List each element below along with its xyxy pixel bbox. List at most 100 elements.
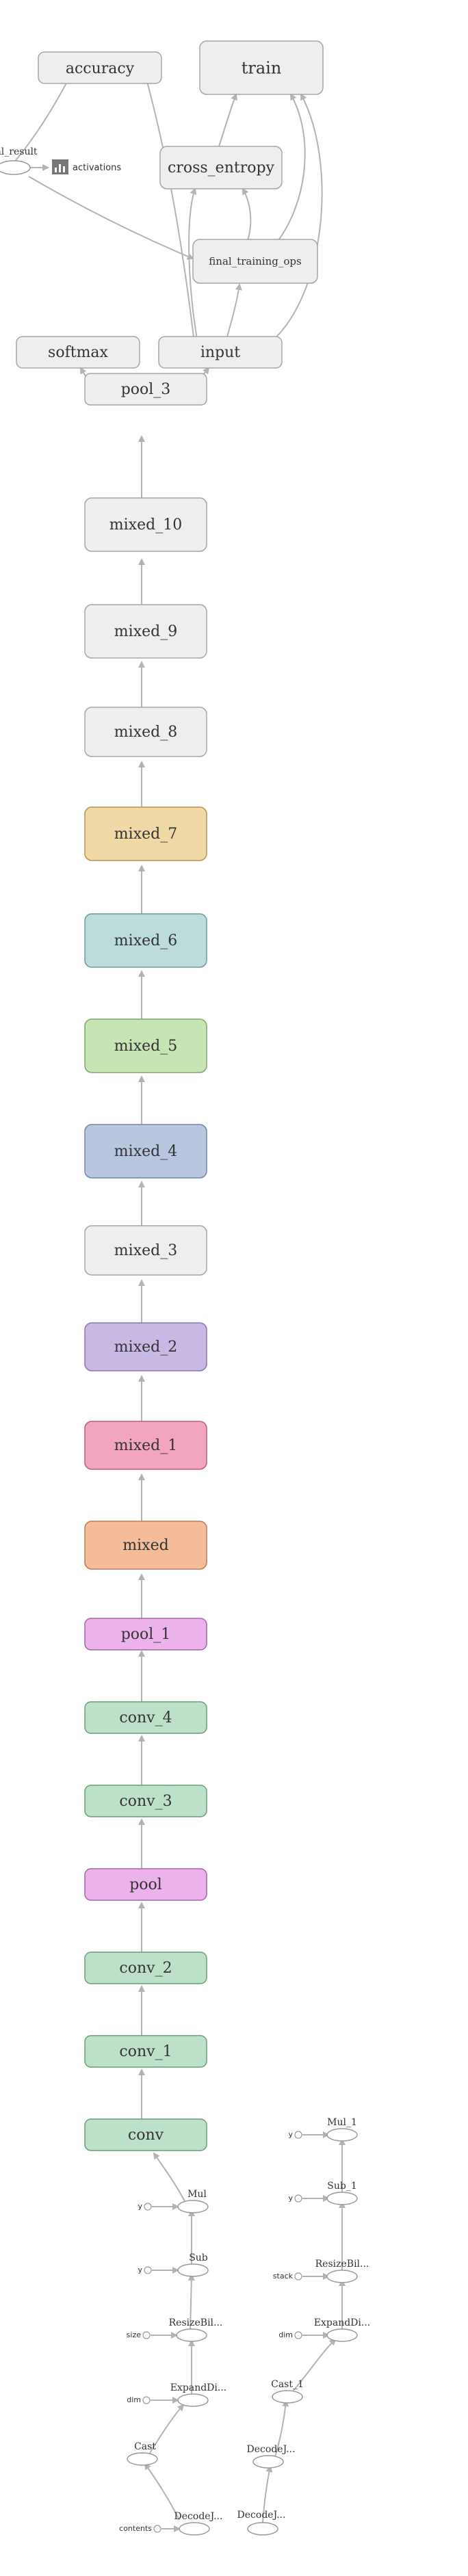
conv-3-node[interactable] (84, 1785, 207, 1817)
resize-1-node[interactable] (326, 2270, 358, 2283)
mixed-4-node[interactable] (84, 1124, 207, 1179)
mixed-node[interactable] (84, 1521, 207, 1570)
final-result-label: al_result (0, 146, 38, 157)
edge-mul-to-conv (153, 2152, 185, 2202)
mul-node[interactable] (177, 2200, 209, 2213)
conv-1-node[interactable] (84, 2035, 207, 2068)
expand-1-node[interactable] (326, 2328, 358, 2342)
mixed-5-node[interactable] (84, 1018, 207, 1073)
expand-label: ExpandDi... (170, 2382, 226, 2393)
edge-cross-entropy-to-train (218, 93, 237, 147)
mixed-10-node[interactable] (84, 497, 207, 552)
mixed-label: mixed (122, 1537, 168, 1554)
conv-3-label: conv_3 (119, 1793, 172, 1810)
mixed-3-node[interactable] (84, 1225, 207, 1276)
resize-label: ResizeBil... (169, 2317, 223, 2328)
decode-node[interactable] (179, 2522, 210, 2536)
pool-1-node[interactable] (84, 1618, 207, 1651)
pool-3-node[interactable] (84, 373, 207, 406)
mixed-1-node[interactable] (84, 1421, 207, 1470)
mixed-9-node[interactable] (84, 604, 207, 659)
edge-input-to-cross-entropy (188, 187, 200, 355)
sub-1-node[interactable] (326, 2192, 358, 2205)
train-node[interactable] (199, 40, 324, 95)
contents-const-node[interactable] (153, 2525, 161, 2533)
top-nodes: accuracy train cross_entropy final_train… (0, 40, 324, 369)
cast-node[interactable] (127, 2452, 158, 2466)
y-const-label-2: y (138, 2265, 142, 2274)
y-const-node-3[interactable] (294, 2131, 302, 2139)
mixed-2-node[interactable] (84, 1322, 207, 1371)
size-const-node[interactable] (142, 2331, 151, 2339)
cast-1-label: Cast_1 (271, 2379, 304, 2390)
pool-1-label: pool_1 (121, 1626, 171, 1643)
mixed-5-label: mixed_5 (114, 1038, 177, 1055)
accuracy-label: accuracy (66, 60, 135, 77)
decode-1-node[interactable] (252, 2455, 284, 2469)
decode-2-node[interactable] (247, 2522, 278, 2536)
preproc-left: Mul y Sub y ResizeBil... size ExpandDi..… (119, 2189, 226, 2536)
mul-1-node[interactable] (326, 2128, 358, 2142)
contents-const-label: contents (119, 2524, 152, 2533)
conv-node[interactable] (84, 2118, 207, 2151)
dim-const-node-1[interactable] (142, 2396, 151, 2404)
pool-3-label: pool_3 (121, 381, 171, 398)
final-result-node[interactable] (0, 160, 31, 175)
activations-label: activations (73, 163, 121, 173)
edge-resize-to-sub (187, 2274, 195, 2332)
softmax-node[interactable] (16, 336, 140, 369)
dim-const-label-1: dim (127, 2395, 141, 2404)
y-const-node-2[interactable] (144, 2266, 152, 2274)
mixed-4-label: mixed_4 (114, 1143, 177, 1160)
final-training-ops-node[interactable] (192, 239, 318, 284)
edge-cast1-to-expand1 (292, 2338, 337, 2392)
edge-input-to-accuracy (138, 56, 196, 355)
y-const-node-4[interactable] (294, 2194, 302, 2203)
edge-cast-to-expand (148, 2404, 185, 2455)
stack-const-node[interactable] (294, 2272, 302, 2281)
input-node[interactable] (158, 336, 283, 369)
decode-1-label: DecodeJ... (247, 2444, 296, 2455)
mixed-3-label: mixed_3 (114, 1242, 177, 1259)
edge-final-result-to-final-training-ops (28, 176, 194, 260)
sub-label: Sub (189, 2252, 208, 2263)
pool-node[interactable] (84, 1868, 207, 1901)
cast-1-node[interactable] (272, 2390, 303, 2404)
mixed-8-label: mixed_8 (114, 724, 177, 741)
accuracy-node[interactable] (38, 51, 162, 84)
tower-nodes: pool_3 mixed_10 mixed_9 mixed_8 mixed_7 … (84, 373, 207, 2151)
cross-entropy-node[interactable] (159, 146, 283, 189)
activations-bar-2 (59, 164, 61, 172)
y-const-label-3: y (288, 2130, 293, 2139)
edge-decode2-to-decode1 (262, 2465, 273, 2523)
mixed-1-label: mixed_1 (114, 1437, 177, 1454)
decode-label: DecodeJ... (174, 2511, 223, 2522)
train-label: train (242, 59, 282, 78)
edge-final-training-ops-to-cross-entropy (242, 187, 252, 246)
conv-4-node[interactable] (84, 1701, 207, 1734)
stack-const-label: stack (273, 2272, 294, 2281)
mul-1-label: Mul_1 (327, 2117, 357, 2128)
conv-2-label: conv_2 (119, 1960, 172, 1977)
expand-node[interactable] (177, 2393, 209, 2407)
size-const-label: size (127, 2330, 142, 2339)
conv-2-node[interactable] (84, 1951, 207, 1984)
final-training-ops-label: final_training_ops (209, 255, 301, 267)
y-const-label-1: y (138, 2202, 142, 2211)
mixed-10-label: mixed_10 (109, 516, 182, 534)
dim-const-node-2[interactable] (294, 2331, 302, 2339)
resize-1-label: ResizeBil... (315, 2259, 369, 2270)
mixed-6-node[interactable] (84, 913, 207, 968)
y-const-label-4: y (288, 2194, 293, 2203)
y-const-node-1[interactable] (144, 2203, 152, 2211)
mixed-7-node[interactable] (84, 806, 207, 861)
sub-node[interactable] (177, 2263, 209, 2277)
resize-node[interactable] (176, 2328, 207, 2342)
dim-const-label-2: dim (278, 2330, 293, 2339)
decode-2-label: DecodeJ... (237, 2510, 286, 2521)
edge-final-training-ops-to-train (273, 93, 306, 247)
cast-label: Cast (134, 2441, 156, 2452)
mixed-7-label: mixed_7 (114, 826, 177, 843)
mixed-8-node[interactable] (84, 707, 207, 757)
